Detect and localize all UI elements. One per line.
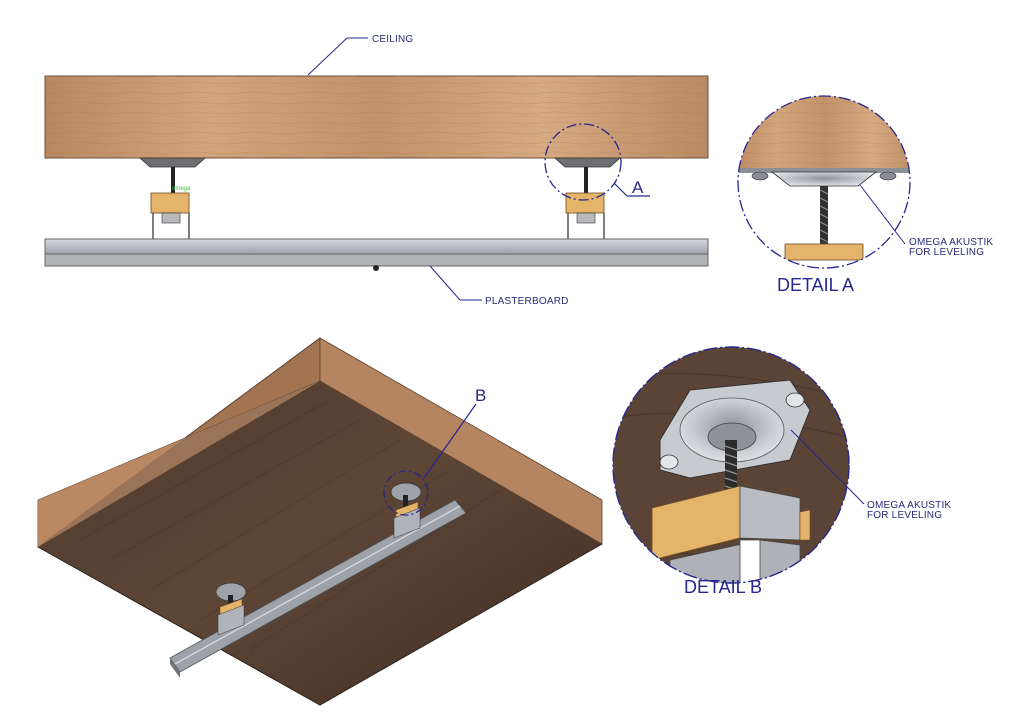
detail-a-omega-line1: OMEGA AKUSTIK xyxy=(909,237,993,248)
plasterboard xyxy=(44,253,709,271)
callout-a-label: A xyxy=(632,178,644,197)
detail-a-omega-line2: FOR LEVELING xyxy=(909,247,984,258)
ceiling-leader xyxy=(307,37,368,76)
detail-a-view xyxy=(737,95,911,269)
callout-b-circle xyxy=(383,470,429,516)
iso-hanger-b xyxy=(390,482,422,539)
iso-hanger-left xyxy=(215,582,247,636)
detail-b-omega-line1: OMEGA AKUSTIK xyxy=(867,500,951,511)
detail-b-title: DETAIL B xyxy=(684,577,762,597)
detail-b-view xyxy=(612,346,850,584)
hanger-left: omega xyxy=(138,157,207,247)
metal-channel xyxy=(44,238,709,255)
isometric-ceiling xyxy=(37,337,603,706)
iso-channel xyxy=(169,499,467,678)
detail-b-leader xyxy=(790,429,865,505)
ceiling-beam xyxy=(44,75,709,159)
callout-b-label: B xyxy=(475,386,486,405)
plasterboard-label: PLASTERBOARD xyxy=(485,296,569,307)
callout-a-circle xyxy=(544,123,622,201)
hanger-right xyxy=(553,157,622,247)
plasterboard-leader xyxy=(429,265,482,301)
detail-b-omega-line2: FOR LEVELING xyxy=(867,510,942,521)
svg-text:omega: omega xyxy=(172,186,191,192)
detail-a-title: DETAIL A xyxy=(777,275,854,295)
ceiling-label: CEILING xyxy=(372,34,413,45)
detail-a-leader xyxy=(859,184,906,245)
